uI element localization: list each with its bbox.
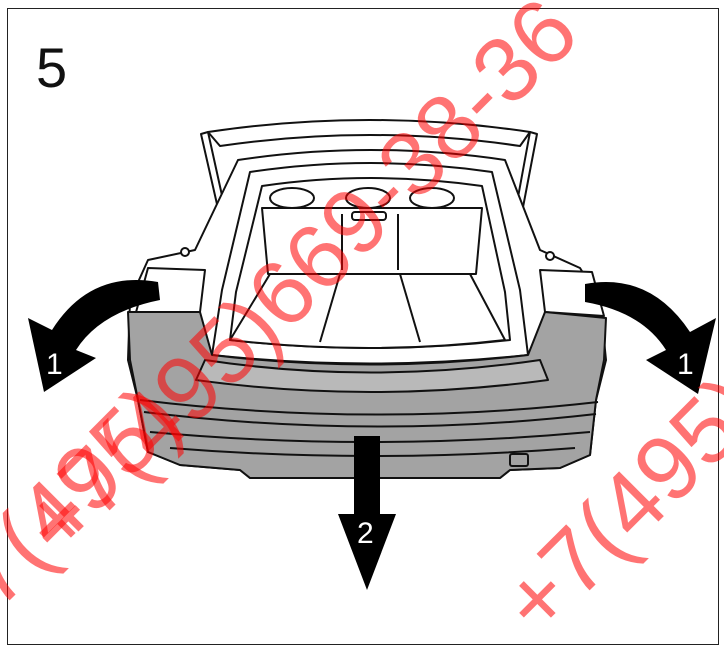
- right-pull-arrow: 1: [585, 282, 716, 394]
- watermark-left: +7(495): [0, 366, 200, 649]
- down-arrow-label: 2: [357, 517, 374, 550]
- left-arrow-label: 1: [46, 348, 63, 381]
- rear-bumper: [127, 311, 607, 479]
- right-arrow-label: 1: [677, 348, 694, 381]
- left-pull-arrow: 1: [28, 280, 160, 392]
- down-pull-arrow: 2: [338, 436, 396, 590]
- step-number: 5: [36, 36, 68, 99]
